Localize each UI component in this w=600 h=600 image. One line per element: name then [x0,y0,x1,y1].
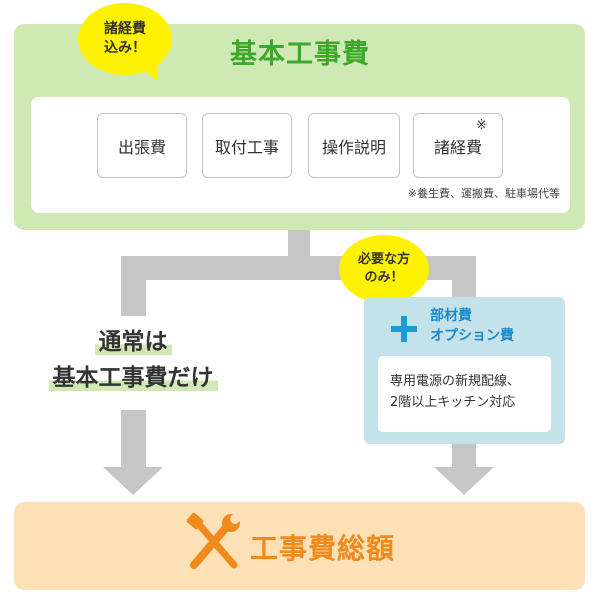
option-cost-title: 部材費 オプション費 [430,307,514,346]
usual-label-line1: 通常は [94,329,172,355]
misc-expenses-note: ※養生費、運搬費、駐車場代等 [407,187,560,200]
tools-icon [186,513,240,569]
flow-right-arrow [434,467,494,495]
item-operation-explanation: 操作説明 [308,113,400,178]
item-installation: 取付工事 [202,113,292,178]
total-construction-panel [14,502,585,590]
asterisk-mark: ※ [476,118,487,133]
flow-left-upper [121,256,146,316]
optional-bubble-line1: 必要な方 [357,252,410,268]
flow-left-lower [121,410,146,468]
optional-bubble-line2: のみ！ [364,270,404,285]
option-description: 専用電源の新規配線、 2階以上キッチン対応 [390,371,520,414]
item-travel-fee: 出張費 [97,113,187,178]
plus-icon [391,316,417,342]
usual-basic-only-label: 通常は 基本工事費だけ [28,325,238,396]
included-bubble-line2: 込み！ [104,40,146,56]
option-desc-line2: 2階以上キッチン対応 [390,395,516,411]
included-bubble-line1: 諸経費 [104,21,146,38]
usual-label-line2: 基本工事費だけ [48,364,218,391]
option-desc-line1: 専用電源の新規配線、 [390,374,521,389]
item-misc-expenses: 諸経費 [413,113,503,178]
option-description-box [378,356,551,432]
included-bubble: 諸経費 込み！ [78,3,172,75]
total-construction-title: 工事費総額 [250,532,396,565]
flow-right-lower [452,443,476,468]
flow-stem [288,230,310,260]
option-title-line2: オプション費 [430,327,514,344]
flow-right-upper [452,256,476,298]
option-title-line1: 部材費 [430,308,472,324]
basic-construction-title: 基本工事費 [230,39,370,70]
flow-left-arrow [103,467,163,495]
optional-bubble: 必要な方 のみ！ [339,235,429,303]
